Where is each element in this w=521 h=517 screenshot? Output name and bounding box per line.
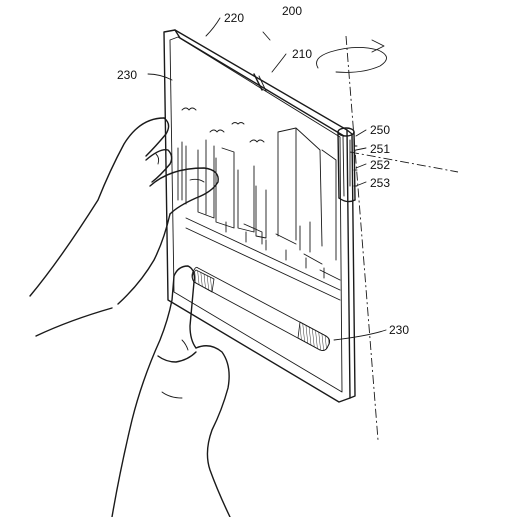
label-251: 251 [370, 142, 390, 156]
display-scene [177, 107, 341, 301]
reference-line [349, 151, 459, 173]
leader-lines [147, 17, 387, 341]
label-220: 220 [224, 11, 244, 25]
label-252: 252 [370, 158, 390, 172]
label-210: 210 [292, 47, 312, 61]
label-250: 250 [370, 123, 390, 137]
label-253: 253 [370, 176, 390, 190]
label-230-top: 230 [117, 68, 137, 82]
label-200: 200 [282, 4, 302, 18]
touching-hand [111, 265, 231, 517]
label-230-bottom: 230 [389, 323, 409, 337]
rotation-axis [316, 35, 387, 441]
device-body [163, 29, 356, 403]
holding-hand [29, 117, 219, 337]
scroll-bar [191, 266, 331, 351]
